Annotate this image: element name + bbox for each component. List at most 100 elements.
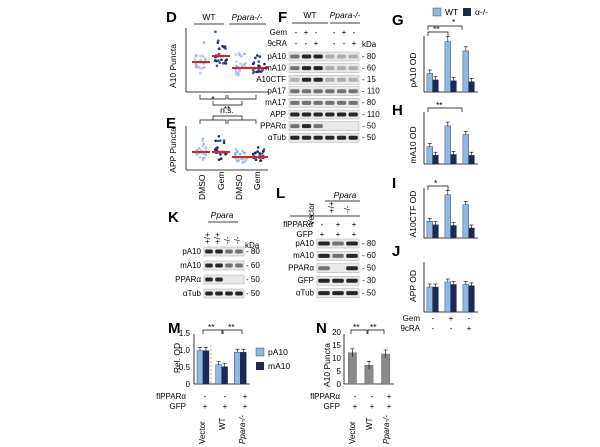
bar-α-/- bbox=[450, 80, 457, 93]
treatment-sign: + bbox=[387, 392, 392, 401]
data-point bbox=[198, 156, 202, 159]
data-point bbox=[195, 153, 199, 156]
flppara-row-label: flPPARα bbox=[156, 392, 186, 401]
data-point bbox=[258, 55, 262, 58]
y-tick: 5 bbox=[337, 367, 342, 376]
data-point bbox=[255, 54, 259, 57]
bracket bbox=[227, 119, 257, 124]
gem-row-label: Gem bbox=[270, 28, 288, 37]
treatment-sign: + bbox=[352, 220, 357, 229]
ns-label: n.s. bbox=[220, 105, 234, 115]
blot-label: A10CTF bbox=[256, 75, 286, 84]
blot-band bbox=[205, 277, 213, 282]
blot-band bbox=[313, 135, 323, 140]
panel-n: N A10 Puncta 0 5 10 15 20 ** ** flPPARα … bbox=[310, 320, 394, 444]
blot-band bbox=[301, 100, 312, 105]
blot-band bbox=[346, 266, 358, 271]
y-axis-label: A10 Puncta bbox=[168, 44, 178, 88]
x-tick-dmso: DMSO bbox=[197, 174, 207, 200]
panel-e: E APP Puncta n.s. DMSO Gem DMSO Gem bbox=[166, 105, 268, 200]
data-point bbox=[219, 153, 222, 156]
sig-star: ** bbox=[208, 322, 215, 332]
panel-label-d: D bbox=[166, 9, 177, 26]
data-point bbox=[214, 139, 217, 143]
bar-α-/- bbox=[450, 284, 457, 313]
data-point bbox=[239, 62, 242, 65]
data-point bbox=[235, 149, 239, 153]
bracket bbox=[367, 329, 385, 334]
panel-j: J APP OD Gem 9cRA -+---+ bbox=[392, 243, 478, 333]
treatment-sign: - bbox=[333, 28, 336, 37]
blot-band bbox=[318, 241, 330, 246]
blot-band bbox=[336, 66, 347, 71]
data-point bbox=[237, 70, 241, 73]
data-point bbox=[240, 157, 243, 161]
data-point bbox=[234, 70, 238, 74]
legend-swatch-wt bbox=[432, 7, 442, 17]
bracket bbox=[427, 107, 463, 112]
data-point bbox=[198, 147, 201, 150]
treatment-sign: + bbox=[467, 324, 472, 333]
treatment-sign: - bbox=[204, 392, 207, 401]
data-point bbox=[224, 62, 228, 65]
blot-strip bbox=[203, 260, 245, 271]
treatment-sign: - bbox=[224, 392, 227, 401]
treatment-signs: --++++ bbox=[353, 392, 392, 411]
legend-label-ma10: mA10 bbox=[268, 361, 290, 371]
blot-band bbox=[332, 278, 344, 283]
y-tick: 15 bbox=[332, 341, 341, 350]
data-point bbox=[202, 142, 205, 146]
y-tick: 20 bbox=[332, 328, 341, 337]
sig-star: ** bbox=[353, 322, 360, 332]
gfp-row-label: GFP bbox=[324, 402, 340, 411]
data-point bbox=[214, 30, 217, 33]
treatment-signs: -+++++ bbox=[320, 220, 357, 239]
blot-band bbox=[225, 263, 233, 268]
y-tick: 1.5 bbox=[179, 329, 191, 338]
bar-mA10 bbox=[240, 352, 247, 385]
gfp-row-label: GFP bbox=[170, 402, 186, 411]
treatment-sign: + bbox=[336, 220, 341, 229]
panel-k: K Ppara +/+ +/+ -/- -/- kDa pA10- 80mA10… bbox=[168, 209, 260, 299]
data-point bbox=[217, 158, 221, 161]
bar-α-/- bbox=[432, 286, 439, 313]
x-tick-ppara: Ppara-/- bbox=[238, 415, 247, 444]
mw-marker: - 15 bbox=[362, 75, 376, 84]
sig-star: ** bbox=[436, 100, 443, 110]
mw-marker: - 80 bbox=[362, 52, 376, 61]
treatment-sign: - bbox=[468, 314, 471, 323]
data-point bbox=[236, 74, 240, 77]
bar-α-/- bbox=[432, 224, 439, 239]
treatment-sign: - bbox=[450, 324, 453, 333]
bar-mA10 bbox=[221, 366, 228, 385]
blot-band bbox=[325, 66, 335, 71]
blot-band bbox=[348, 77, 358, 82]
y-axis-label: mA10 OD bbox=[408, 126, 418, 163]
blot-band bbox=[325, 100, 335, 105]
x-tick-wt: WT bbox=[365, 417, 374, 430]
panel-label-i: I bbox=[392, 175, 396, 192]
blot-band bbox=[332, 241, 344, 246]
mw-marker: - 60 bbox=[362, 63, 376, 72]
x-tick-dmso: DMSO bbox=[234, 174, 244, 200]
data-point bbox=[221, 44, 224, 48]
data-point bbox=[204, 153, 208, 157]
blot-band bbox=[225, 249, 233, 254]
data-point bbox=[217, 59, 220, 62]
data-point bbox=[261, 69, 264, 72]
bar-α-/- bbox=[468, 227, 475, 239]
blot-band bbox=[346, 278, 358, 283]
data-point bbox=[243, 151, 246, 155]
flppara-row-label: flPPARα bbox=[283, 220, 313, 229]
blot-band bbox=[301, 112, 312, 117]
flppara-row-label: flPPARα bbox=[310, 392, 340, 401]
data-point bbox=[261, 152, 264, 155]
blot-band bbox=[348, 112, 358, 117]
data-point bbox=[220, 58, 223, 62]
y-axis-label: pA10 OD bbox=[408, 53, 418, 88]
data-point bbox=[216, 139, 220, 143]
sig-star: ** bbox=[370, 322, 377, 332]
